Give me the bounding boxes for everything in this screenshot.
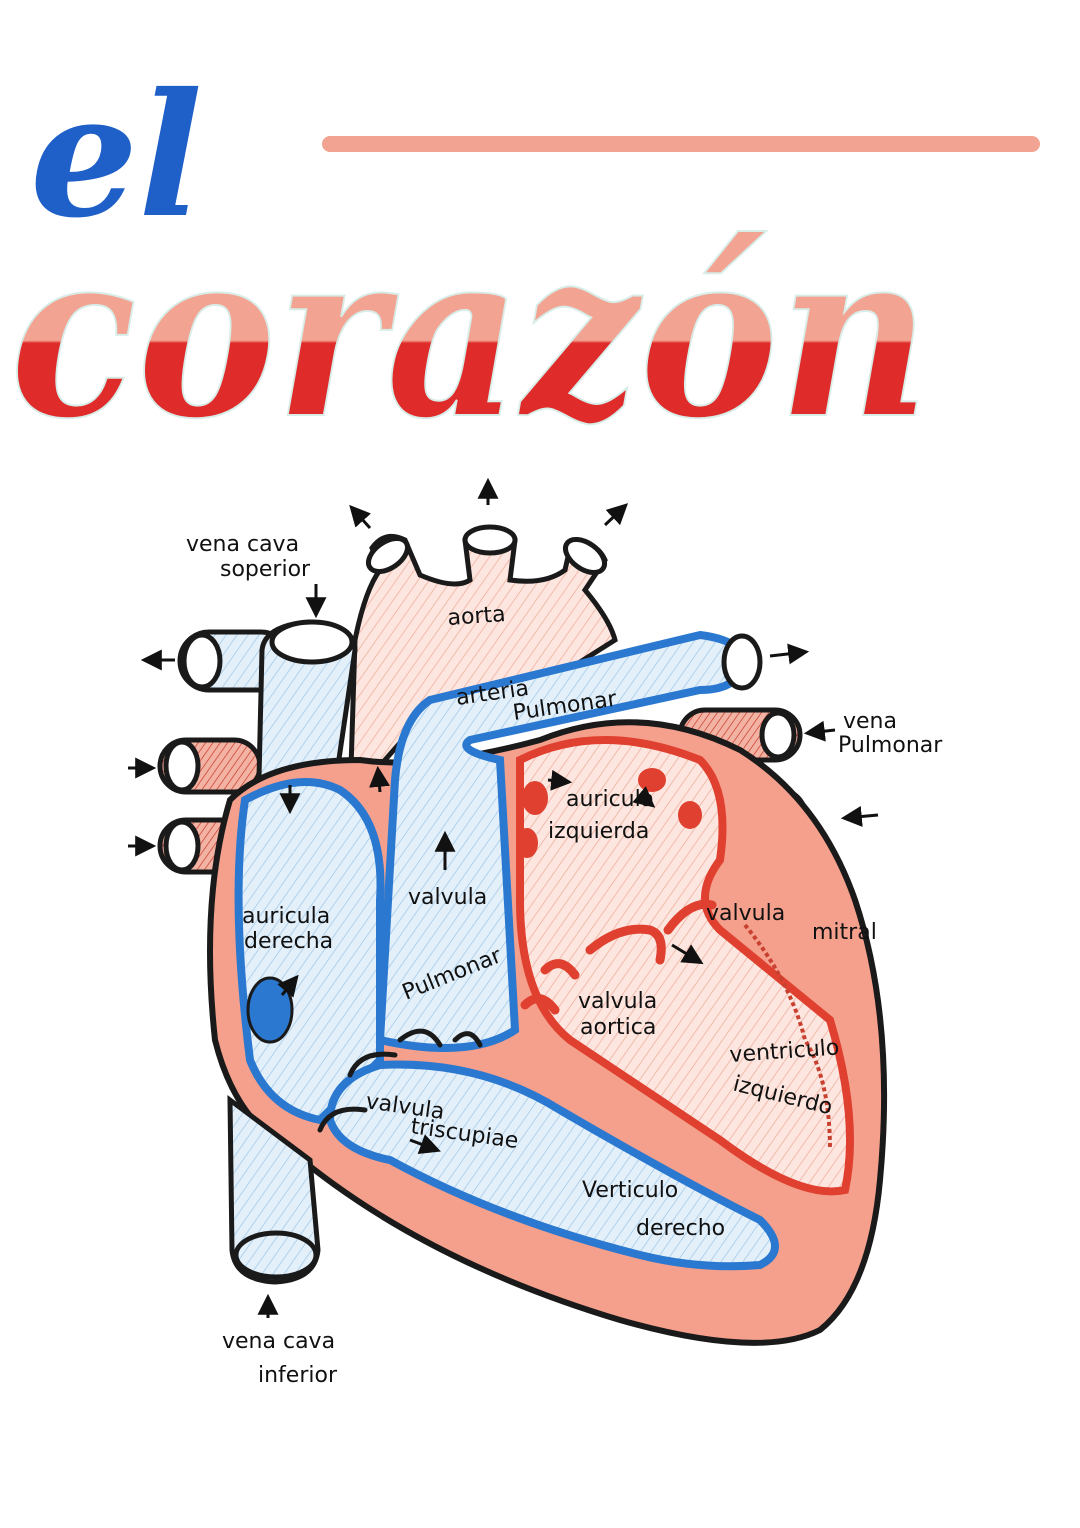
flow-arrows [128, 477, 879, 1318]
label-vena-cava-inferior-1: vena cava [222, 1329, 335, 1354]
label-valvula-aortica-1: valvula [578, 989, 657, 1014]
heart [128, 477, 888, 1346]
right-ventricle [325, 1060, 779, 1271]
title-line-1: el [30, 56, 203, 256]
label-auricula-izquierda-2: izquierda [548, 819, 649, 844]
label-auricula-derecha-1: auricula [242, 904, 330, 929]
label-vena-cava-inferior-2: inferior [258, 1363, 338, 1388]
label-vena-pulmonar-1: vena [843, 709, 897, 734]
pulmonary-trunk [375, 630, 750, 1052]
label-valvula-mitral-2: mitral [812, 920, 877, 945]
label-valvula-mitral-1: valvula [706, 901, 785, 926]
left-atrium-openings [516, 768, 702, 858]
tricuspid-valve [317, 1051, 398, 1133]
label-vena-cava-superior-1: vena cava [186, 532, 299, 557]
label-ventriculo-derecho-1: Verticulo [582, 1178, 678, 1203]
label-auricula-izquierda-1: auricula [566, 787, 654, 812]
label-valvula-aortica-2: aortica [580, 1015, 656, 1040]
label-valvula-pulmonar-1: valvula [408, 885, 487, 910]
label-vena-cava-superior-2: soperior [220, 557, 311, 582]
title-rule [322, 136, 1040, 152]
mitral-valve [585, 899, 717, 965]
sinoatrial-node [246, 976, 294, 1044]
left-chambers [516, 736, 854, 1196]
label-ventriculo-derecho-2: derecho [636, 1216, 725, 1241]
aortic-valve [520, 959, 580, 1015]
aorta [347, 524, 618, 807]
pulmonary-valve [397, 1028, 483, 1048]
label-vena-pulmonar-2: Pulmonar [838, 733, 943, 758]
label-aorta: aorta [447, 602, 507, 631]
label-auricula-derecha-2: derecha [244, 929, 333, 954]
title-line-2: corazón [10, 200, 930, 470]
inferior-vena-cava [227, 1094, 321, 1285]
title-group: el corazón [9, 56, 1040, 471]
